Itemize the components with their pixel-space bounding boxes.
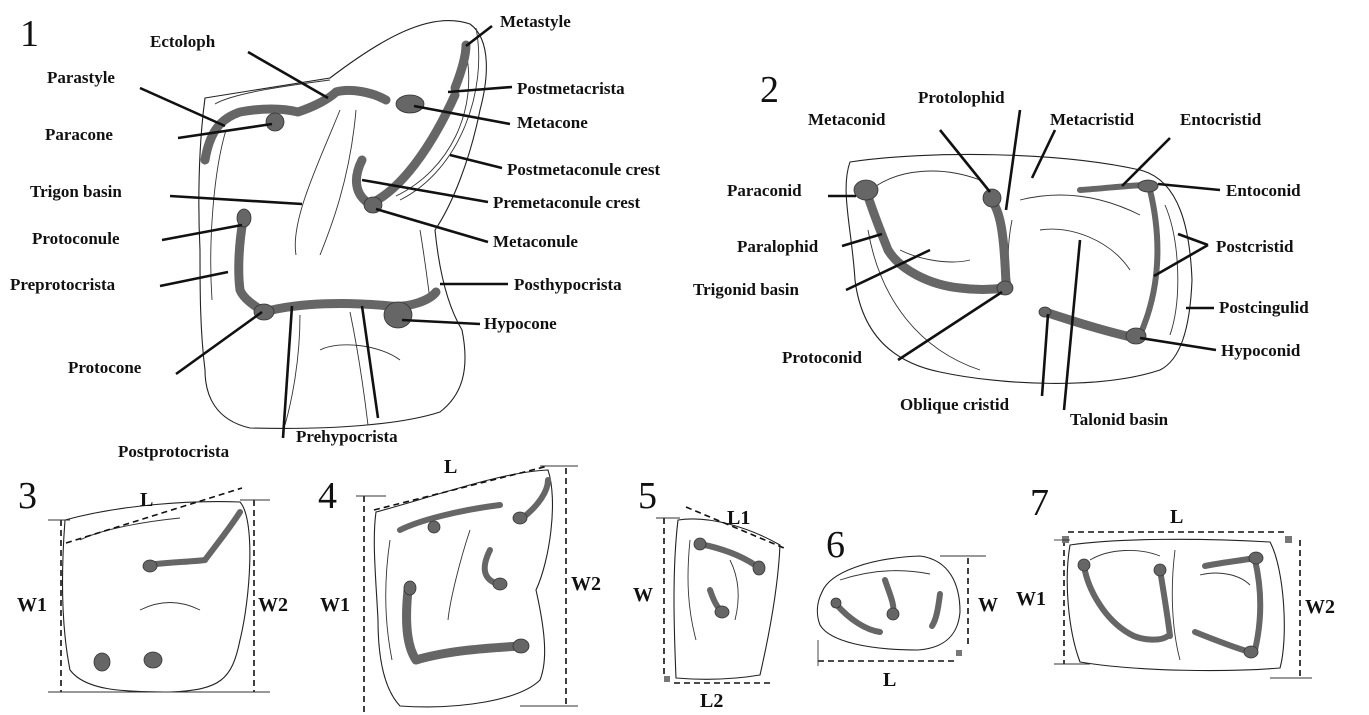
- figure-number-2: 2: [760, 69, 779, 111]
- figure-number-7: 7: [1030, 482, 1049, 524]
- fig6-crest-c: [932, 594, 940, 626]
- label-metacristid: Metacristid: [1050, 110, 1135, 129]
- fig6-tooth: [817, 556, 960, 650]
- fig4-measures: [356, 466, 578, 712]
- label-protoconid: Protoconid: [782, 348, 863, 367]
- label-postcristid: Postcristid: [1216, 237, 1294, 256]
- protolophid-crest: [990, 198, 1006, 285]
- entoconid-cusp: [1138, 180, 1158, 192]
- label-postprotocrista: Postprotocrista: [118, 442, 230, 461]
- label-protoconule: Protoconule: [32, 229, 120, 248]
- fig3-label-l: L: [140, 489, 153, 511]
- fig3-tooth: [63, 502, 250, 692]
- hypoconid-crest: [1045, 312, 1135, 338]
- hypocone-cusp: [384, 302, 412, 328]
- fig6-label-l: L: [883, 669, 896, 691]
- fig7-label-w1: W1: [1016, 588, 1046, 610]
- label-metaconid: Metaconid: [808, 110, 886, 129]
- metacone-cusp: [396, 95, 424, 113]
- fig3-label-w2: W2: [258, 594, 288, 616]
- label-preprotocrista: Preprotocrista: [10, 275, 116, 294]
- fig6-crest-a: [836, 604, 880, 632]
- hypoconid-cusp: [1126, 328, 1146, 344]
- fig7-measures: [1054, 532, 1312, 678]
- label-postcingulid: Postcingulid: [1219, 298, 1309, 317]
- fig7-crest-b: [1160, 570, 1170, 636]
- label-parastyle: Parastyle: [47, 68, 115, 87]
- fig4-crest-d: [407, 590, 520, 660]
- protocone-crest: [239, 220, 436, 312]
- figure-number-5: 5: [638, 475, 657, 517]
- fig6-label-w: W: [978, 594, 998, 616]
- fig7-tooth: [1067, 539, 1284, 670]
- fig4-label-w2: W2: [571, 573, 601, 595]
- fig7-crest-c: [1205, 558, 1255, 566]
- label-premetaconule-crest: Premetaconule crest: [493, 193, 640, 212]
- label-entocristid: Entocristid: [1180, 110, 1262, 129]
- fig5-label-w: W: [633, 584, 653, 606]
- label-metaconule: Metaconule: [493, 232, 578, 251]
- fig4-crest-a: [400, 505, 500, 530]
- postcristid-crest: [1140, 190, 1157, 335]
- label-trigon-basin: Trigon basin: [30, 182, 122, 201]
- lower-molar-drawing: [846, 154, 1192, 383]
- upper-ectoloph-crest: [205, 90, 386, 160]
- oblique-cristid-cusp: [1039, 307, 1051, 317]
- fig7-crest-d: [1255, 560, 1260, 650]
- fig4-label-w1: W1: [320, 594, 350, 616]
- fig5-label-l1: L1: [727, 507, 750, 529]
- fig4-tooth: [374, 470, 552, 707]
- fig2-leader-lines: [828, 110, 1220, 410]
- paracone-cusp: [266, 113, 284, 131]
- label-talonid-basin: Talonid basin: [1070, 410, 1169, 429]
- fig7-label-w2: W2: [1305, 596, 1335, 618]
- label-hypocone: Hypocone: [484, 314, 557, 333]
- label-trigonid-basin: Trigonid basin: [693, 280, 800, 299]
- label-prehypocrista: Prehypocrista: [296, 427, 398, 446]
- upper-molar-drawing: [199, 20, 487, 428]
- label-paraconid: Paraconid: [727, 181, 802, 200]
- fig7-crest-a: [1084, 566, 1168, 640]
- figure-number-4: 4: [318, 475, 337, 517]
- label-hypoconid: Hypoconid: [1221, 341, 1301, 360]
- label-entoconid: Entoconid: [1226, 181, 1301, 200]
- label-metacone: Metacone: [517, 113, 588, 132]
- fig7-crest-e: [1195, 632, 1250, 652]
- figure-number-6: 6: [826, 524, 845, 566]
- postmetacrista-crest: [455, 45, 466, 88]
- label-paracone: Paracone: [45, 125, 113, 144]
- fig3-crest-b: [205, 512, 240, 560]
- fig5-tooth: [674, 519, 780, 679]
- paraconid-cusp: [854, 180, 878, 200]
- label-posthypocrista: Posthypocrista: [514, 275, 622, 294]
- paralophid-crest: [866, 190, 1004, 290]
- label-paralophid: Paralophid: [737, 237, 819, 256]
- label-ectoloph: Ectoloph: [150, 32, 216, 51]
- fig5-crest-a: [700, 544, 755, 565]
- protocone-cusp: [254, 304, 274, 320]
- label-protocone: Protocone: [68, 358, 142, 377]
- metaconid-cusp: [983, 189, 1001, 207]
- fig7-label-l: L: [1170, 506, 1183, 528]
- fig4-tooth-outline: [374, 470, 552, 707]
- fig3-label-w1: W1: [17, 594, 47, 616]
- label-postmetaconule-crest: Postmetaconule crest: [507, 160, 660, 179]
- label-metastyle: Metastyle: [500, 12, 571, 31]
- fig4-label-l: L: [444, 456, 457, 478]
- label-postmetacrista: Postmetacrista: [517, 79, 625, 98]
- fig5-label-l2: L2: [700, 690, 723, 712]
- label-protolophid: Protolophid: [918, 88, 1005, 107]
- figure-number-3: 3: [18, 475, 37, 517]
- figure-number-1: 1: [20, 13, 39, 55]
- label-oblique-cristid: Oblique cristid: [900, 395, 1010, 414]
